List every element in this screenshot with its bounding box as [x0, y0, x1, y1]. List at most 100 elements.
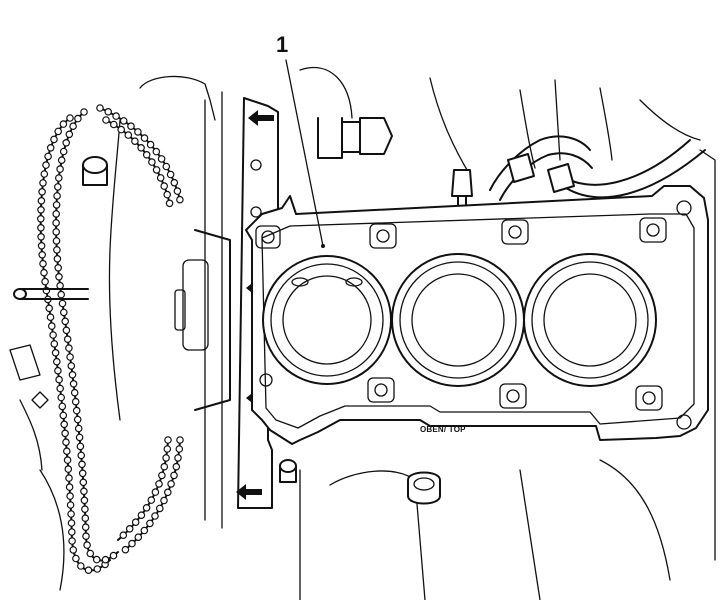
chain-link: [54, 366, 62, 375]
chain-link: [74, 424, 83, 433]
chain-link: [62, 139, 70, 147]
chain-link: [40, 268, 48, 277]
chain-link: [81, 514, 90, 523]
chain-link: [77, 562, 85, 570]
chain-link: [67, 519, 76, 527]
chain-link: [59, 308, 68, 317]
chain-link: [52, 210, 61, 218]
chain-link: [63, 335, 72, 344]
chain-link: [73, 415, 82, 424]
chain-link: [93, 565, 102, 573]
chain-link: [86, 549, 95, 558]
chain-link: [124, 131, 133, 139]
chain-link: [175, 445, 184, 453]
chain-link: [164, 488, 172, 497]
chain-link: [55, 375, 63, 384]
chain-link: [65, 483, 74, 491]
bolt-hole: [367, 377, 395, 403]
chain-link: [160, 182, 169, 190]
chain-link: [158, 471, 166, 480]
chain-link: [165, 199, 174, 208]
chain-link: [104, 108, 113, 116]
chain-link: [65, 130, 74, 139]
head-gasket: OBEN/ TOP: [245, 185, 709, 445]
chain-link: [170, 471, 178, 480]
chain-link: [61, 429, 69, 438]
chain-link: [156, 504, 164, 513]
chain-link: [137, 511, 146, 520]
chain-link: [173, 187, 182, 195]
bolt-hole: [499, 383, 527, 409]
left-arrow-icon: [248, 110, 274, 126]
chain-link: [52, 228, 61, 236]
chain-link: [79, 478, 88, 487]
chain-link: [119, 117, 128, 125]
chain-link: [52, 219, 60, 227]
chain-link: [131, 137, 139, 146]
chain-link: [59, 120, 68, 128]
chain-link: [62, 438, 70, 447]
chain-link: [69, 122, 77, 131]
chain-link: [72, 554, 80, 563]
chain-link: [92, 555, 101, 564]
chain-link: [59, 147, 68, 156]
chain-link: [75, 433, 84, 442]
chain-link: [81, 505, 89, 514]
chain-link: [140, 526, 149, 535]
chain-link: [80, 487, 88, 496]
dowel-hole: [676, 414, 692, 430]
chain-link: [52, 237, 61, 245]
chain-link: [63, 447, 71, 456]
chain-link: [54, 127, 63, 136]
chain-link: [37, 224, 45, 232]
chain-link: [140, 134, 149, 142]
chain-link: [147, 496, 156, 504]
dowel-hole: [259, 373, 273, 387]
chain-link: [112, 112, 120, 120]
chain-link: [131, 518, 140, 527]
chain-link: [127, 122, 135, 131]
chain-link: [148, 158, 156, 166]
chain-link: [39, 259, 47, 268]
chain-link: [146, 140, 155, 149]
chain-link: [96, 104, 104, 112]
chain-link: [65, 344, 73, 352]
chain-link: [134, 533, 143, 542]
chain-link: [66, 353, 74, 361]
dowel-hole: [676, 200, 692, 216]
chain-link: [69, 546, 78, 554]
bolt-hole: [501, 219, 529, 245]
chain-link: [152, 166, 161, 174]
timing-chain: [36, 104, 184, 575]
chain-link: [176, 436, 184, 444]
chain-link: [163, 190, 172, 199]
chain-link: [36, 215, 45, 223]
chain-link: [70, 388, 79, 397]
chain-link: [53, 246, 61, 254]
chain-link: [71, 397, 80, 406]
chain-link: [80, 496, 89, 505]
chain-link: [101, 555, 110, 564]
chain-link: [53, 192, 61, 200]
chain-link: [151, 488, 160, 496]
chain-link: [38, 188, 46, 196]
chain-link: [39, 179, 47, 187]
chain-link: [146, 519, 154, 528]
chain-link: [84, 566, 93, 575]
chain-link: [46, 144, 55, 152]
chain-link: [80, 108, 88, 116]
chain-link: [81, 523, 90, 532]
chain-link: [137, 144, 145, 152]
chain-link: [64, 465, 73, 473]
left-arrow-icon: [236, 484, 262, 500]
gasket-stamp: OBEN/ TOP: [420, 425, 466, 434]
chain-link: [56, 281, 64, 290]
chain-link: [58, 402, 67, 411]
chain-link: [56, 165, 64, 173]
chain-link: [53, 183, 62, 191]
chain-link: [128, 539, 136, 548]
chain-link: [38, 251, 47, 259]
chain-link: [37, 197, 46, 205]
chain-link: [166, 170, 175, 179]
chain-link: [152, 147, 161, 156]
